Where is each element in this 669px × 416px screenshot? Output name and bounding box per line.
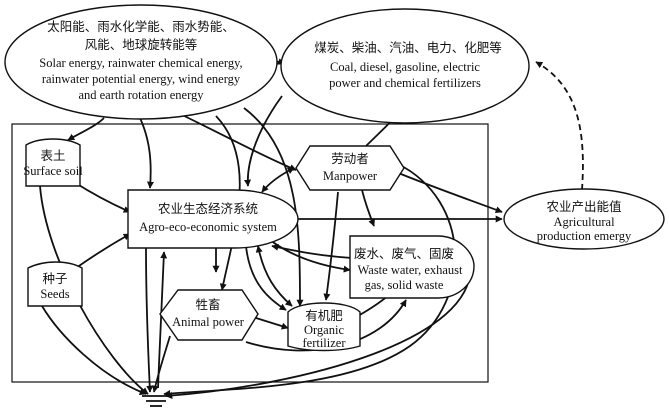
- flow-animal-to-fertilizer: [255, 317, 289, 330]
- flow-energy-to-system: [139, 117, 154, 189]
- natural-energy-line-5: and earth rotation energy: [78, 88, 204, 102]
- waste-line-1: 废水、废气、固废: [354, 246, 454, 261]
- output-line-3: production emergy: [537, 229, 632, 243]
- flow-system-to-ground: [145, 247, 154, 393]
- node-output: 农业产出能值 Agricultural production emergy: [503, 188, 665, 250]
- natural-energy-line-2: 风能、地球旋转能等: [85, 37, 198, 52]
- flow-purchased-to-system: [244, 95, 283, 187]
- node-surface-soil: 表土 Surface soil: [23, 138, 83, 187]
- flow-soil-to-system: [73, 181, 131, 213]
- node-seeds: 种子 Seeds: [27, 261, 83, 307]
- node-manpower: 劳动者 Manpower: [295, 145, 405, 191]
- waste-line-2: Waste water, exhaust: [357, 263, 463, 277]
- system-line-1: 农业生态经济系统: [158, 201, 258, 216]
- node-natural-energy: 太阳能、雨水化学能、雨水势能、 风能、地球旋转能等 Solar energy, …: [4, 4, 278, 120]
- animal-power-line-2: Animal power: [172, 315, 245, 329]
- surface-soil-line-2: Surface soil: [23, 164, 83, 178]
- output-line-2: Agricultural: [553, 215, 615, 229]
- flow-output-to-purchased: [535, 61, 584, 191]
- flow-manpower-to-waste: [361, 189, 375, 227]
- flow-system-fertilizer-b: [245, 245, 287, 311]
- purchased-energy-line-3: power and chemical fertilizers: [329, 76, 481, 90]
- node-animal-power: 牲畜 Animal power: [159, 289, 259, 341]
- flow-energy-to-manpower: [175, 111, 297, 171]
- flow-energy-to-soil: [67, 117, 105, 141]
- node-organic-fertilizer: 有机肥 Organic fertilizer: [287, 302, 361, 352]
- waste-line-3: gas, solid waste: [365, 278, 444, 292]
- node-waste: 废水、废气、固废 Waste water, exhaust gas, solid…: [349, 235, 475, 299]
- manpower-line-2: Manpower: [323, 169, 378, 183]
- output-line-1: 农业产出能值: [546, 199, 621, 214]
- system-boundary: [11, 123, 489, 383]
- ground-sink-icon: [142, 395, 170, 407]
- purchased-energy-line-1: 煤炭、柴油、汽油、电力、化肥等: [314, 40, 502, 55]
- organic-fertilizer-line-2: Organic: [304, 323, 344, 337]
- natural-energy-line-4: rainwater potential energy, wind energy: [42, 72, 241, 86]
- node-system: 农业生态经济系统 Agro-eco-economic system: [127, 189, 299, 249]
- flow-system-to-waste: [269, 239, 351, 273]
- system-line-2: Agro-eco-economic system: [139, 220, 277, 234]
- flow-system-fertilizer: [255, 245, 293, 307]
- natural-energy-line-3: Solar energy, rainwater chemical energy,: [39, 56, 242, 70]
- manpower-line-1: 劳动者: [331, 151, 369, 166]
- surface-soil-line-1: 表土: [40, 148, 65, 163]
- flow-system-manpower: [261, 167, 295, 193]
- organic-fertilizer-line-1: 有机肥: [305, 308, 343, 323]
- flow-manpower-to-ground: [163, 163, 457, 397]
- flow-manpower-to-fertilizer: [323, 191, 339, 301]
- node-purchased-energy: 煤炭、柴油、汽油、电力、化肥等 Coal, diesel, gasoline, …: [280, 8, 530, 124]
- organic-fertilizer-line-3: fertilizer: [302, 336, 346, 350]
- purchased-energy-line-2: Coal, diesel, gasoline, electric: [330, 60, 480, 74]
- seeds-line-2: Seeds: [40, 287, 69, 301]
- flow-waste-to-system: [271, 243, 353, 259]
- natural-energy-line-1: 太阳能、雨水化学能、雨水势能、: [47, 19, 235, 34]
- flow-seeds-to-system: [75, 233, 131, 269]
- flow-seeds-to-ground: [41, 305, 147, 395]
- seeds-line-1: 种子: [42, 271, 67, 286]
- flow-energy-to-fertilizer: [243, 107, 304, 307]
- flow-animal-to-ground: [151, 335, 171, 393]
- flow-manpower-to-output: [395, 171, 503, 214]
- animal-power-line-1: 牲畜: [195, 297, 220, 312]
